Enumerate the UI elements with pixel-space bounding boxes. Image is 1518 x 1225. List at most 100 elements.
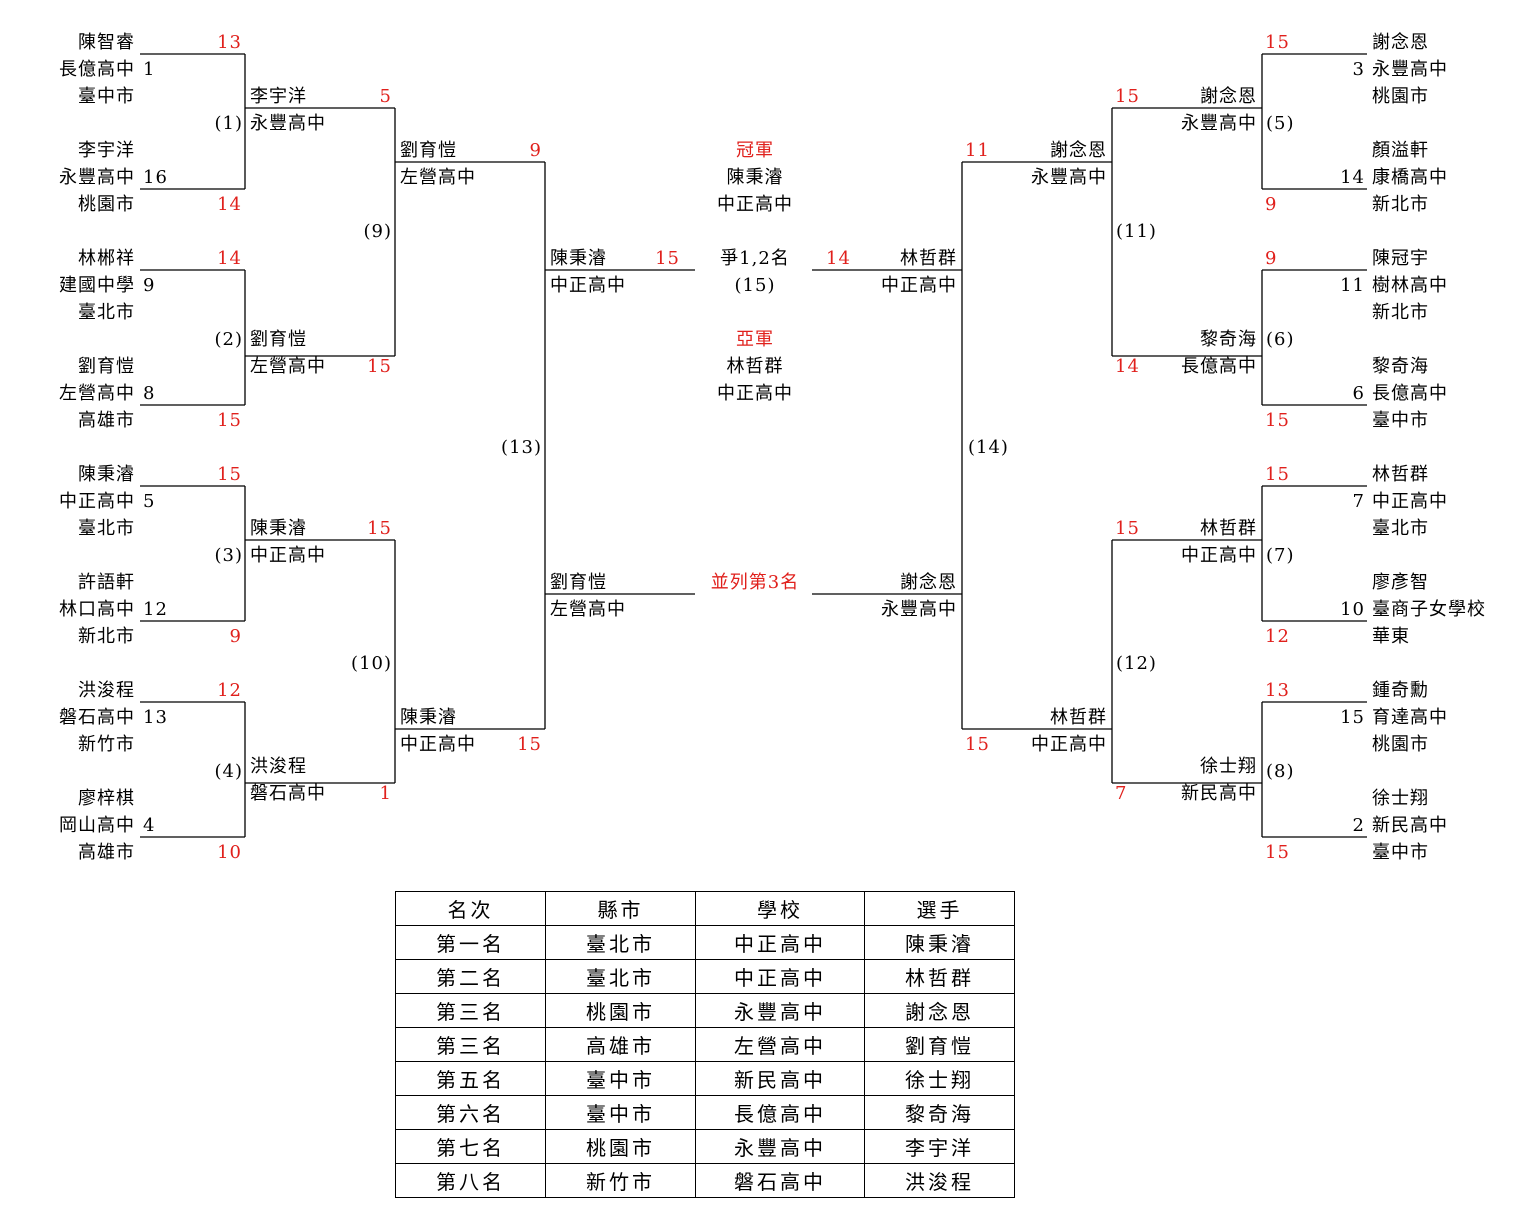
- player-school: 長億高中: [1181, 356, 1257, 377]
- seed-number: 10: [1340, 599, 1365, 620]
- player-school: 岡山高中: [59, 815, 135, 836]
- champion-school: 中正高中: [717, 194, 793, 215]
- player-city: 新竹市: [78, 734, 135, 755]
- player-school: 長億高中: [1372, 383, 1448, 404]
- score: 14: [217, 248, 242, 269]
- table-row: 第三名高雄市左營高中劉育愷: [395, 1027, 1015, 1062]
- header-player: 選手: [864, 891, 1015, 926]
- player-name: 顏溢軒: [1372, 140, 1429, 161]
- match-number: (5): [1266, 113, 1295, 134]
- player-name: 謝念恩: [900, 572, 957, 593]
- player-city: 新北市: [1372, 194, 1429, 215]
- player-name: 徐士翔: [1200, 756, 1257, 777]
- score: 1: [379, 783, 392, 804]
- player-city: 臺中市: [1372, 842, 1429, 863]
- rank-cell: 第五名: [395, 1061, 546, 1096]
- seed-number: 13: [143, 707, 168, 728]
- player-name: 李宇洋: [78, 140, 135, 161]
- match-number: (2): [214, 329, 243, 350]
- player-name: 林郴祥: [78, 248, 135, 269]
- player-school: 中正高中: [1031, 734, 1107, 755]
- city-cell: 桃園市: [545, 1129, 696, 1164]
- player-city: 新北市: [1372, 302, 1429, 323]
- table-row: 第六名臺中市長億高中黎奇海: [395, 1095, 1015, 1130]
- table-row: 第一名臺北市中正高中陳秉濬: [395, 925, 1015, 960]
- school-cell: 長億高中: [695, 1095, 865, 1130]
- player-name: 劉育愷: [78, 356, 135, 377]
- player-cell: 謝念恩: [864, 993, 1015, 1028]
- school-cell: 磐石高中: [695, 1163, 865, 1198]
- player-city: 臺中市: [1372, 410, 1429, 431]
- player-school: 中正高中: [1372, 491, 1448, 512]
- player-school: 左營高中: [59, 383, 135, 404]
- player-cell: 陳秉濬: [864, 925, 1015, 960]
- player-school: 左營高中: [550, 599, 626, 620]
- player-school: 新民高中: [1181, 783, 1257, 804]
- score: 14: [217, 194, 242, 215]
- match-number: (6): [1266, 329, 1295, 350]
- score: 15: [367, 356, 392, 377]
- player-school: 中正高中: [550, 275, 626, 296]
- player-name: 陳秉濬: [400, 707, 457, 728]
- player-name: 許語軒: [78, 572, 135, 593]
- results-header-row: 名次 縣市 學校 選手: [395, 891, 1015, 926]
- player-school: 林口高中: [59, 599, 135, 620]
- player-name: 洪浚程: [250, 756, 307, 777]
- score: 15: [217, 464, 242, 485]
- player-city: 臺中市: [78, 86, 135, 107]
- player-school: 永豐高中: [59, 167, 135, 188]
- player-name: 黎奇海: [1372, 356, 1429, 377]
- seed-number: 6: [1352, 383, 1365, 404]
- seed-number: 16: [143, 167, 168, 188]
- player-school: 永豐高中: [881, 599, 957, 620]
- player-school: 磐石高中: [250, 783, 326, 804]
- seed-number: 8: [143, 383, 156, 404]
- match-number: (4): [214, 761, 243, 782]
- player-cell: 黎奇海: [864, 1095, 1015, 1130]
- city-cell: 桃園市: [545, 993, 696, 1028]
- score: 7: [1115, 783, 1128, 804]
- player-city: 新北市: [78, 626, 135, 647]
- player-school: 永豐高中: [1031, 167, 1107, 188]
- player-cell: 洪浚程: [864, 1163, 1015, 1198]
- header-rank: 名次: [395, 891, 546, 926]
- player-city: 桃園市: [78, 194, 135, 215]
- player-school: 臺商子女學校: [1372, 599, 1486, 620]
- results-table: 名次 縣市 學校 選手 第一名臺北市中正高中陳秉濬 第二名臺北市中正高中林哲群 …: [395, 891, 1015, 1198]
- score: 5: [379, 86, 392, 107]
- seed-number: 12: [143, 599, 168, 620]
- score: 15: [217, 410, 242, 431]
- player-school: 新民高中: [1372, 815, 1448, 836]
- score: 9: [529, 140, 542, 161]
- seed-number: 2: [1352, 815, 1365, 836]
- score: 15: [517, 734, 542, 755]
- table-row: 第五名臺中市新民高中徐士翔: [395, 1061, 1015, 1096]
- header-city: 縣市: [545, 891, 696, 926]
- player-school: 中正高中: [250, 545, 326, 566]
- seed-number: 4: [143, 815, 156, 836]
- header-school: 學校: [695, 891, 865, 926]
- player-city: 桃園市: [1372, 86, 1429, 107]
- player-cell: 徐士翔: [864, 1061, 1015, 1096]
- match-number: (8): [1266, 761, 1295, 782]
- score: 15: [1115, 518, 1140, 539]
- player-name: 李宇洋: [250, 86, 307, 107]
- champion-name: 陳秉濬: [726, 167, 784, 188]
- score: 15: [1115, 86, 1140, 107]
- seed-number: 15: [1340, 707, 1365, 728]
- player-name: 洪浚程: [78, 680, 135, 701]
- match-number: (10): [351, 653, 392, 674]
- final-label: 爭1,2名: [720, 248, 790, 269]
- player-school: 育達高中: [1372, 707, 1448, 728]
- match-number: (11): [1116, 221, 1157, 242]
- rank-cell: 第二名: [395, 959, 546, 994]
- school-cell: 永豐高中: [695, 1129, 865, 1164]
- rank-cell: 第七名: [395, 1129, 546, 1164]
- player-name: 陳秉濬: [250, 518, 307, 539]
- match-number: (14): [968, 437, 1009, 458]
- player-school: 永豐高中: [1181, 113, 1257, 134]
- city-cell: 臺中市: [545, 1095, 696, 1130]
- rank-cell: 第六名: [395, 1095, 546, 1130]
- city-cell: 新竹市: [545, 1163, 696, 1198]
- runner-up-name: 林哲群: [726, 356, 784, 377]
